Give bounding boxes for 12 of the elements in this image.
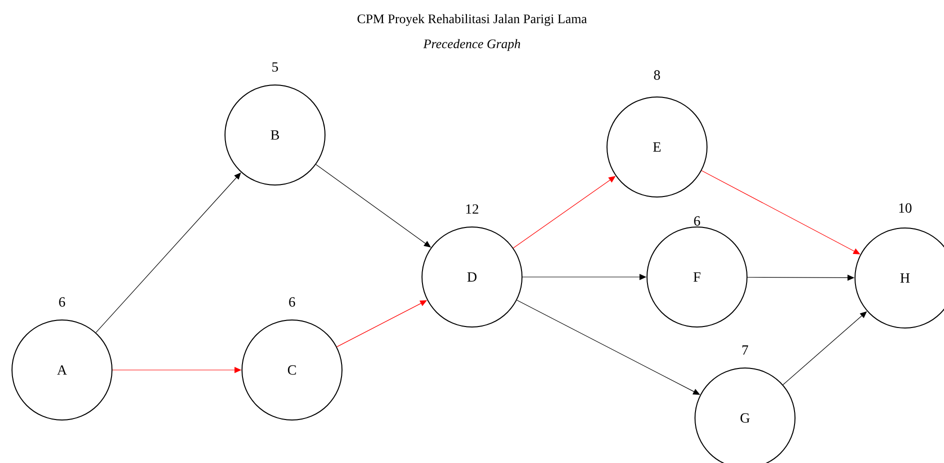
duration-label: 6	[59, 297, 66, 307]
title: CPM Proyek Rehabilitasi Jalan Parigi Lama	[358, 14, 587, 26]
duration-label: 6	[694, 216, 700, 226]
duration-label: 7	[742, 345, 748, 355]
duration-label: 5	[272, 62, 278, 72]
arrow	[782, 311, 867, 386]
subtitle: Precedence Graph	[423, 39, 520, 51]
duration-label: 10	[899, 203, 912, 213]
duration-label: 6	[289, 297, 296, 307]
arrow	[747, 274, 854, 281]
duration-label: 8	[654, 70, 660, 80]
duration-label: 12	[466, 204, 478, 214]
